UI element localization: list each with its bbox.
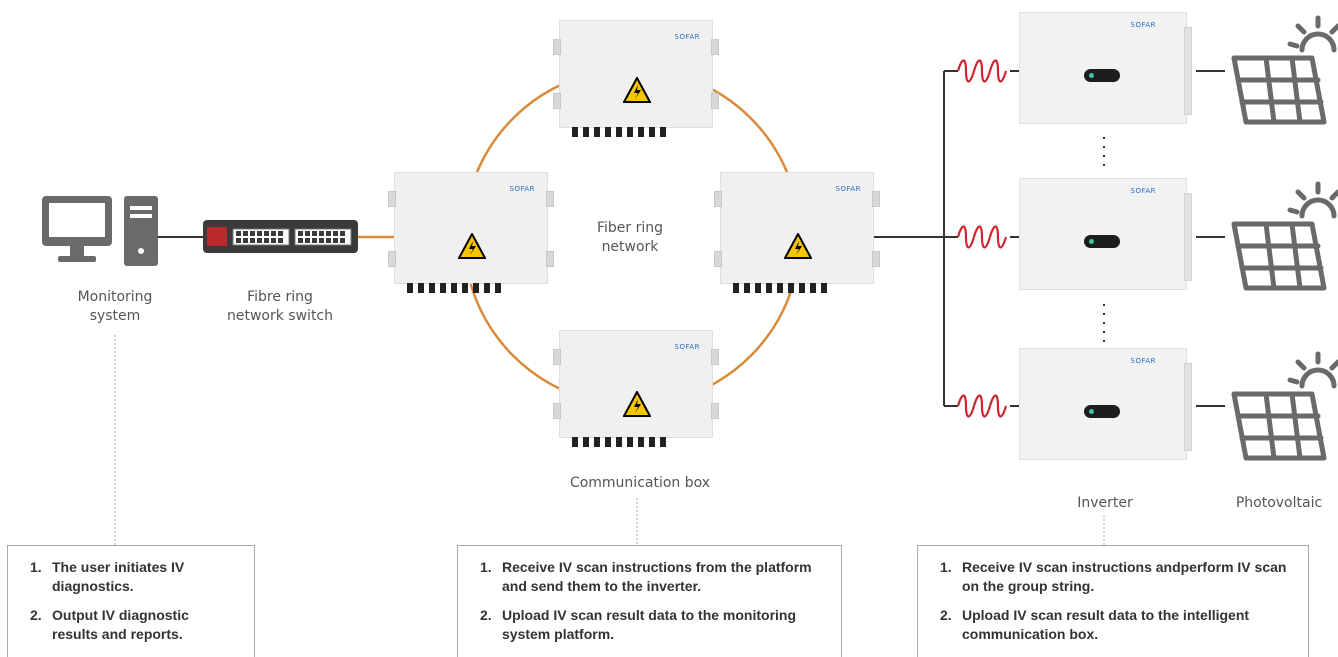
note-item: 1.Receive IV scan instructions andperfor… (940, 559, 1287, 594)
solar-panel-icon (1231, 181, 1338, 291)
note-item: 2.Output IV diagnostic results and repor… (30, 607, 189, 642)
cable-glands (572, 437, 700, 447)
note-monitoring: 1.The user initiates IV diagnostics. 2.O… (7, 545, 255, 657)
high-voltage-warning-icon (623, 391, 651, 417)
label-communication-box: Communication box (569, 475, 711, 491)
coil-2 (956, 225, 1008, 249)
note-item: 2.Upload IV scan result data to the inte… (940, 607, 1250, 642)
cable-glands (572, 127, 700, 137)
solar-panel-icon (1231, 351, 1338, 461)
note-communication-box: 1.Receive IV scan instructions from the … (457, 545, 842, 657)
high-voltage-warning-icon (458, 233, 486, 259)
label-fiber-ring: Fiber ring network (596, 220, 664, 255)
label-network-switch: Fibre ring network switch (227, 289, 333, 324)
comm-box-left: SOFAR (388, 172, 554, 293)
label-monitoring-system: Monitoring system (77, 289, 153, 324)
brand-logo: SOFAR (1130, 357, 1156, 365)
comm-box-bottom: SOFAR (553, 330, 719, 447)
note-item: 2.Upload IV scan result data to the moni… (480, 607, 797, 642)
network-switch-icon (203, 220, 358, 253)
note-item: 1.The user initiates IV diagnostics. (30, 559, 185, 594)
cable-glands (407, 283, 535, 293)
brand-logo: SOFAR (1130, 21, 1156, 29)
comm-box-top: SOFAR (553, 20, 719, 137)
note-inverter: 1.Receive IV scan instructions andperfor… (917, 545, 1309, 657)
inverter-display (1084, 405, 1120, 418)
inverter-1: SOFAR (1019, 12, 1192, 124)
label-photovoltaic: Photovoltaic (1235, 495, 1323, 511)
note-item: 1.Receive IV scan instructions from the … (480, 559, 812, 594)
inverter-3: SOFAR (1019, 348, 1192, 460)
solar-panel-icon (1231, 15, 1338, 125)
high-voltage-warning-icon (623, 77, 651, 103)
brand-logo: SOFAR (509, 185, 535, 193)
inverter-2: SOFAR (1019, 178, 1192, 290)
inverter-display (1084, 235, 1120, 248)
label-inverter: Inverter (1077, 495, 1133, 511)
brand-logo: SOFAR (674, 33, 700, 41)
coil-1 (956, 59, 1008, 83)
cable-glands (733, 283, 861, 293)
brand-logo: SOFAR (1130, 187, 1156, 195)
brand-logo: SOFAR (835, 185, 861, 193)
monitoring-computer-icon (42, 196, 158, 266)
coil-3 (956, 394, 1008, 418)
high-voltage-warning-icon (784, 233, 812, 259)
inverter-display (1084, 69, 1120, 82)
brand-logo: SOFAR (674, 343, 700, 351)
comm-box-right: SOFAR (714, 172, 880, 293)
